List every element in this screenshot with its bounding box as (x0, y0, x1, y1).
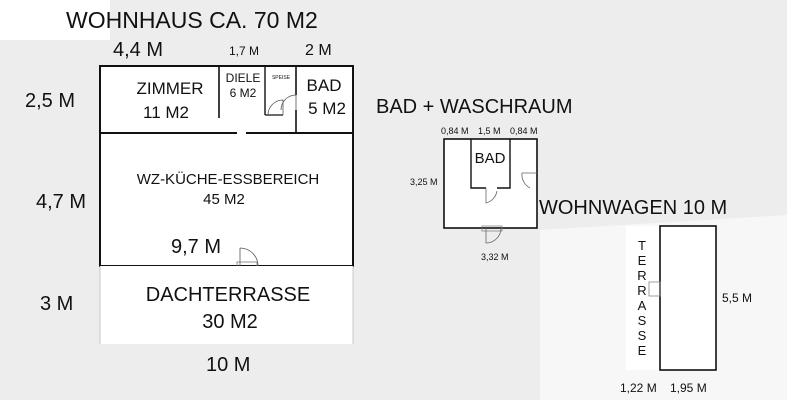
wohnhaus-outline (99, 65, 354, 267)
terrasse-letter: S (637, 328, 647, 343)
terrasse-strip (626, 226, 660, 370)
terrasse-letter: S (637, 313, 647, 328)
door-waschraum-entry-frame (481, 225, 503, 232)
room-zimmer-name: ZIMMER (136, 79, 204, 98)
room-diele-area: 6 M2 (229, 86, 257, 100)
terrasse-letter: R (637, 283, 647, 298)
background-patch (0, 0, 110, 40)
room-bad-area: 5 M2 (308, 99, 346, 118)
waschraum-bad-walls (470, 139, 486, 189)
door-main (239, 247, 259, 267)
room-living-area: 45 M2 (203, 191, 245, 208)
dim-top-bad: 2 M (305, 42, 332, 59)
dim-waschraum-top-middle: 1,5 M (478, 126, 501, 136)
dim-inner-width: 9,7 M (171, 236, 222, 258)
dim-waschraum-bottom: 3,32 M (481, 252, 509, 262)
room-speise-name: SPEISE (271, 75, 291, 81)
dim-bottom: 10 M (206, 354, 251, 376)
door-waschraum-bad (485, 188, 498, 204)
waschraum-title: BAD + WASCHRAUM (376, 96, 573, 118)
room-zimmer-area: 11 M2 (143, 103, 189, 122)
dim-waschraum-top-left: 0,84 M (441, 126, 469, 136)
terrasse-vertical-label: T E R R A S S E (635, 238, 649, 358)
wohnwagen-title: WOHNWAGEN 10 M (539, 197, 728, 219)
dim-waschraum-left: 3,25 M (410, 177, 438, 187)
room-living-name: WZ-KÜCHE-ESSBEREICH (136, 171, 320, 188)
door-waschraum-side (521, 172, 537, 189)
waschraum-bad-name: BAD (474, 150, 506, 167)
door-bad (280, 94, 297, 111)
door-speise (267, 99, 284, 116)
terrasse-letter: T (638, 238, 646, 253)
dim-waschraum-top-right: 0,84 M (510, 126, 538, 136)
terrasse-letter: A (637, 298, 647, 313)
dim-wohnwagen-bottom-left: 1,22 M (620, 381, 657, 395)
dim-wohnwagen-bottom-right: 1,95 M (670, 381, 707, 395)
dachterrasse-name: DACHTERRASSE (145, 284, 311, 306)
dim-wohnwagen-right: 5,5 M (722, 291, 753, 305)
terrasse-letter: E (637, 343, 647, 358)
dachterrasse-area-label: 30 M2 (202, 311, 258, 333)
wohnwagen-door (648, 281, 661, 297)
terrasse-letter: E (637, 253, 647, 268)
wohnwagen-outline (659, 225, 717, 371)
dim-left-middle: 4,7 M (36, 191, 87, 213)
dachterrasse-area (100, 266, 353, 344)
dim-top-zimmer: 4,4 M (113, 39, 164, 61)
room-diele-name: DIELE (225, 71, 261, 85)
wohnhaus-title: WOHNHAUS CA. 70 M2 (66, 7, 318, 33)
terrasse-letter: R (637, 268, 647, 283)
dim-left-upper: 2,5 M (25, 90, 76, 112)
room-bad-name: BAD (306, 76, 342, 95)
waschraum-outline (443, 138, 538, 229)
dim-left-lower: 3 M (40, 293, 74, 315)
door-waschraum-entry (485, 227, 502, 244)
dim-top-diele: 1,7 M (229, 44, 260, 58)
waschraum-bad-walls-right (497, 139, 511, 189)
